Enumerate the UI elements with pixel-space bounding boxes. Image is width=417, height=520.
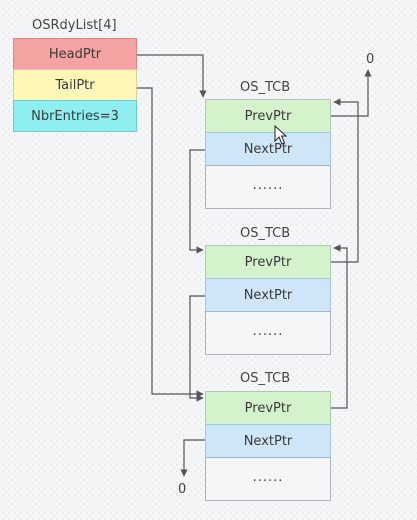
tcb-3-prev-ptr: PrevPtr [205, 391, 331, 425]
tcb1-prev-null-arrow [331, 69, 372, 117]
tcb3-next-null-arrow [180, 439, 205, 477]
ready-list-caption: OSRdyList[4] [32, 18, 117, 33]
tcb-3-title: OS_TCB [240, 371, 291, 386]
tcb-3: PrevPtr NextPtr ...... [205, 391, 331, 501]
tcb1-next-arrow [189, 149, 205, 254]
tcb2-prev-arrow [331, 98, 359, 263]
tcb-2-more-fields: ...... [205, 311, 331, 355]
null-label-bottom: 0 [178, 482, 187, 497]
tcb-1-title: OS_TCB [240, 80, 291, 95]
tcb-1-prev-ptr: PrevPtr [205, 99, 331, 133]
tcb3-prev-arrow [331, 244, 348, 409]
tcb-1-next-ptr: NextPtr [205, 132, 331, 166]
tcb-3-next-ptr: NextPtr [205, 424, 331, 458]
tcb-2-title: OS_TCB [240, 226, 291, 241]
tcb-2: PrevPtr NextPtr ...... [205, 245, 331, 355]
mouse-cursor-icon [274, 124, 288, 145]
nbr-entries-field: NbrEntries=3 [13, 100, 137, 132]
tcb2-next-arrow [189, 295, 205, 402]
tail-ptr-arrow [137, 87, 204, 398]
null-label-top: 0 [366, 52, 375, 67]
tcb-1: PrevPtr NextPtr ...... [205, 99, 331, 209]
ready-list: HeadPtr TailPtr NbrEntries=3 [13, 38, 137, 132]
tcb-3-more-fields: ...... [205, 457, 331, 501]
tail-ptr-field: TailPtr [13, 69, 137, 101]
tcb-1-more-fields: ...... [205, 165, 331, 209]
head-ptr-arrow [137, 54, 207, 98]
tcb-2-next-ptr: NextPtr [205, 278, 331, 312]
